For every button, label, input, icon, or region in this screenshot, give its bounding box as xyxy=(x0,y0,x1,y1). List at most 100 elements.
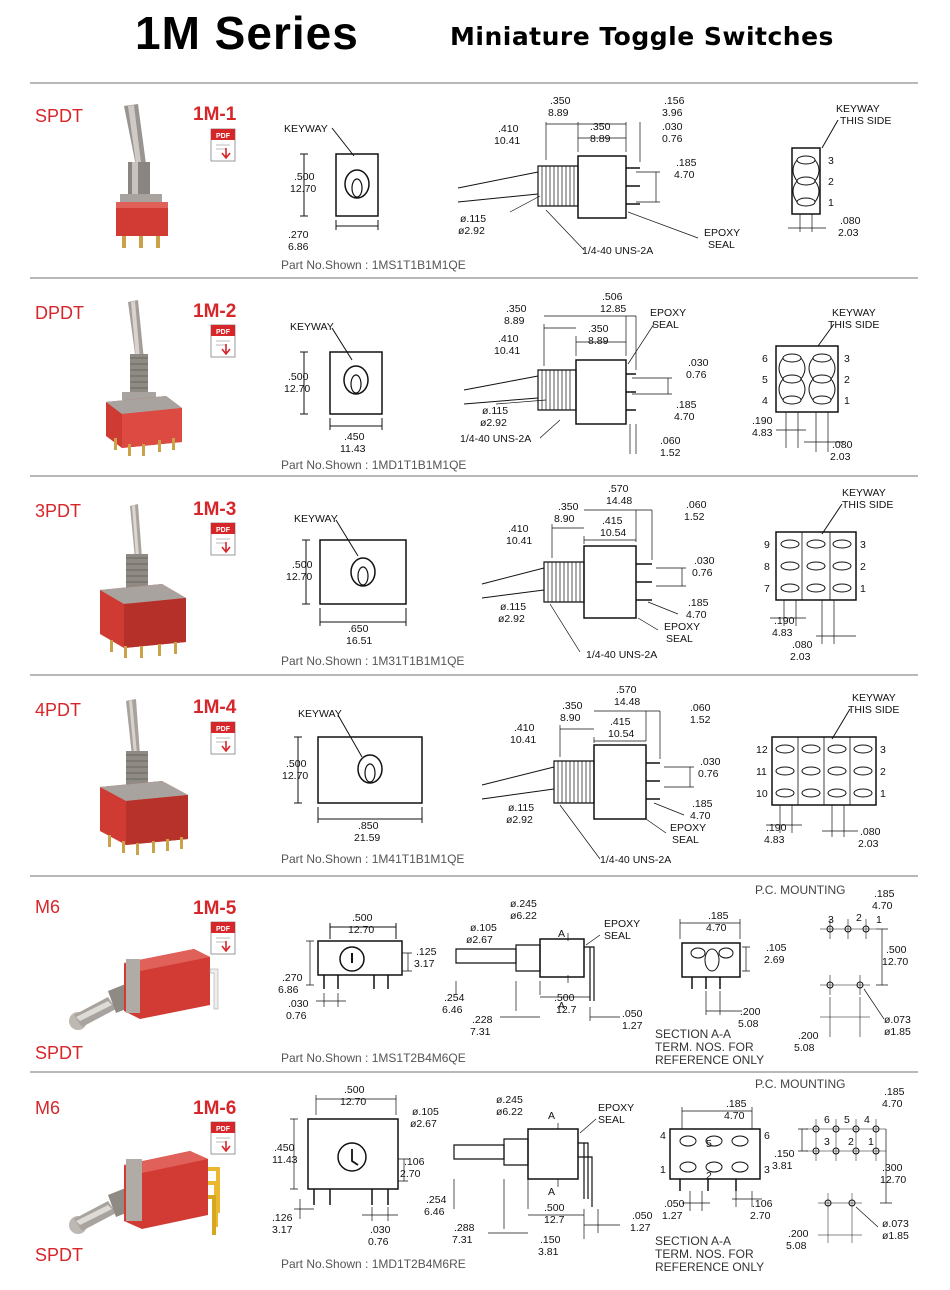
side-view-drawing: ø.245 ø6.22 ø.105 ø2.67 EPOXY SEAL A A .… xyxy=(410,1094,653,1258)
svg-text:ø1.85: ø1.85 xyxy=(884,1026,911,1038)
svg-text:ø2.67: ø2.67 xyxy=(466,934,493,946)
svg-text:.350: .350 xyxy=(558,501,579,513)
svg-text:THIS SIDE: THIS SIDE xyxy=(828,319,879,331)
svg-text:.050: .050 xyxy=(664,1198,685,1210)
pdf-download-icon[interactable]: PDF xyxy=(210,324,236,358)
svg-text:.030: .030 xyxy=(694,555,715,567)
svg-text:14.48: 14.48 xyxy=(606,495,632,507)
series-subtitle: Miniature Toggle Switches xyxy=(450,22,834,51)
part-number: Part No.Shown : 1MD1T1B1M1QE xyxy=(281,458,467,472)
svg-text:7.31: 7.31 xyxy=(470,1026,491,1038)
svg-text:2.03: 2.03 xyxy=(830,451,851,463)
front-view-drawing: KEYWAY .500 12.70 .270 6.86 xyxy=(284,123,379,253)
switch-photo xyxy=(106,300,182,456)
pdf-download-icon[interactable]: PDF xyxy=(210,522,236,556)
pole-type-label: 4PDT xyxy=(35,700,82,720)
svg-text:1: 1 xyxy=(660,1164,666,1176)
svg-text:1/4-40 UNS-2A: 1/4-40 UNS-2A xyxy=(586,649,657,661)
svg-text:A: A xyxy=(548,1186,555,1198)
pdf-download-icon[interactable]: PDF xyxy=(210,1121,236,1155)
svg-text:0.76: 0.76 xyxy=(692,567,713,579)
svg-text:10.41: 10.41 xyxy=(494,345,520,357)
svg-text:ø2.92: ø2.92 xyxy=(480,417,507,429)
svg-text:.105: .105 xyxy=(766,942,787,954)
model-name: 1M-5 xyxy=(193,898,237,919)
svg-text:1.27: 1.27 xyxy=(622,1020,643,1032)
svg-text:.350: .350 xyxy=(550,95,571,107)
svg-text:ø.115: ø.115 xyxy=(508,802,534,814)
svg-text:10: 10 xyxy=(756,788,768,800)
product-row-1m-2: DPDT 1M-2 PDF KEYWAY .500 12.70 .450 11.… xyxy=(0,280,950,474)
svg-text:5: 5 xyxy=(844,1114,850,1126)
svg-text:SEAL: SEAL xyxy=(598,1114,625,1126)
svg-text:4.70: 4.70 xyxy=(674,411,695,423)
svg-text:.650: .650 xyxy=(348,623,369,635)
svg-text:.850: .850 xyxy=(358,820,379,832)
svg-text:3.17: 3.17 xyxy=(414,958,435,970)
svg-text:ø.073: ø.073 xyxy=(884,1014,911,1026)
svg-text:4: 4 xyxy=(660,1130,666,1142)
svg-text:1: 1 xyxy=(844,395,850,407)
svg-text:16.51: 16.51 xyxy=(346,635,372,647)
svg-text:5.08: 5.08 xyxy=(738,1018,759,1030)
svg-text:2: 2 xyxy=(880,766,886,778)
svg-text:.080: .080 xyxy=(832,439,853,451)
svg-text:4.83: 4.83 xyxy=(772,627,793,639)
pole-type-label-secondary: SPDT xyxy=(35,1245,84,1265)
svg-text:.185: .185 xyxy=(884,1086,905,1098)
svg-text:12.70: 12.70 xyxy=(286,571,312,583)
svg-text:5: 5 xyxy=(762,374,768,386)
svg-text:1.52: 1.52 xyxy=(684,511,705,523)
svg-text:12.70: 12.70 xyxy=(284,383,310,395)
svg-text:.185: .185 xyxy=(708,910,729,922)
svg-text:.500: .500 xyxy=(286,758,307,770)
svg-text:THIS SIDE: THIS SIDE xyxy=(848,704,899,716)
divider xyxy=(30,475,918,477)
svg-text:.190: .190 xyxy=(766,822,787,834)
model-name: 1M-6 xyxy=(193,1098,237,1119)
pdf-download-icon[interactable]: PDF xyxy=(210,721,236,755)
svg-text:KEYWAY: KEYWAY xyxy=(832,307,876,319)
svg-text:1.27: 1.27 xyxy=(662,1210,683,1222)
svg-text:.270: .270 xyxy=(288,229,309,241)
svg-text:2: 2 xyxy=(844,374,850,386)
svg-text:.190: .190 xyxy=(752,415,773,427)
svg-text:A: A xyxy=(548,1110,555,1122)
svg-text:4.83: 4.83 xyxy=(752,427,773,439)
svg-text:3: 3 xyxy=(828,155,834,167)
side-view-drawing: .350 8.90 .570 14.48 .410 10.41 .415 10.… xyxy=(481,684,721,866)
svg-text:3: 3 xyxy=(828,914,834,926)
svg-text:ø.115: ø.115 xyxy=(500,601,526,613)
svg-text:3: 3 xyxy=(764,1164,770,1176)
svg-text:EPOXY: EPOXY xyxy=(704,227,740,239)
svg-text:6.46: 6.46 xyxy=(442,1004,463,1016)
pdf-label: PDF xyxy=(216,726,231,733)
svg-text:.156: .156 xyxy=(664,95,685,107)
svg-text:8.89: 8.89 xyxy=(548,107,569,119)
svg-text:7.31: 7.31 xyxy=(452,1234,473,1246)
svg-text:3.17: 3.17 xyxy=(272,1224,293,1236)
svg-text:8: 8 xyxy=(764,561,770,573)
pole-type-label: SPDT xyxy=(35,106,84,126)
svg-text:.080: .080 xyxy=(860,826,881,838)
keyway-label: KEYWAY xyxy=(284,123,328,135)
svg-text:6.86: 6.86 xyxy=(288,241,309,253)
svg-text:SEAL: SEAL xyxy=(652,319,679,331)
section-view-drawing: .185 4.70 .105 2.69 .200 5.08 xyxy=(679,910,787,1030)
svg-text:2.70: 2.70 xyxy=(750,1210,771,1222)
divider xyxy=(30,875,918,877)
pdf-download-icon[interactable]: PDF xyxy=(210,921,236,955)
part-number: Part No.Shown : 1MS1T2B4M6QE xyxy=(281,1051,466,1065)
svg-text:0.76: 0.76 xyxy=(662,133,683,145)
svg-text:.200: .200 xyxy=(740,1006,761,1018)
svg-text:8.89: 8.89 xyxy=(588,335,609,347)
svg-text:4.70: 4.70 xyxy=(686,609,707,621)
svg-text:.506: .506 xyxy=(602,291,623,303)
svg-text:2.70: 2.70 xyxy=(400,1168,421,1180)
svg-text:12.85: 12.85 xyxy=(600,303,626,315)
svg-text:.500: .500 xyxy=(886,944,907,956)
svg-text:2: 2 xyxy=(706,1170,712,1182)
pdf-download-icon[interactable]: PDF xyxy=(210,128,236,162)
svg-text:0.76: 0.76 xyxy=(368,1236,389,1248)
